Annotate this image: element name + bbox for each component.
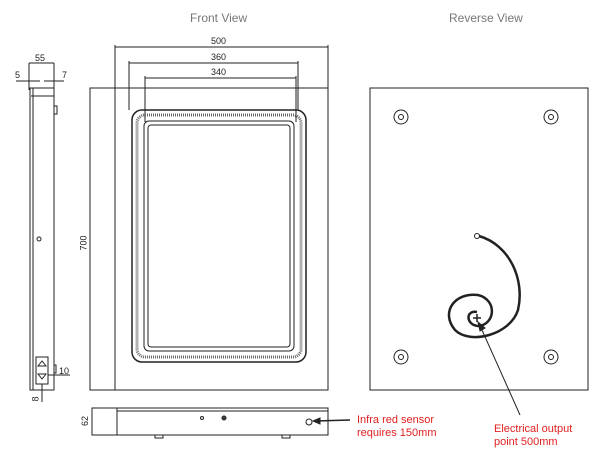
- dim-55: 55: [35, 53, 46, 63]
- dim-500: 500: [211, 36, 227, 46]
- dim-700: 700: [78, 235, 89, 251]
- reverse-view: [369, 87, 589, 416]
- front-view: [89, 45, 329, 391]
- dim-5: 5: [15, 70, 21, 80]
- sensor-annotation: Infra red sensor requires 150mm: [357, 414, 436, 440]
- electrical-annotation-line1: Electrical output: [494, 423, 573, 435]
- reverse-view-title: Reverse View: [449, 11, 523, 25]
- side-view: [16, 62, 70, 402]
- dim-62: 62: [80, 415, 91, 427]
- sensor-annotation-line1: Infra red sensor: [357, 414, 435, 426]
- dim-8: 8: [30, 396, 41, 402]
- bottom-view: [91, 407, 351, 439]
- front-view-title: Front View: [190, 11, 248, 25]
- electrical-annotation-line2: point 500mm: [494, 436, 558, 448]
- dim-360: 360: [211, 52, 227, 62]
- dim-340: 340: [211, 67, 227, 77]
- dim-10: 10: [59, 366, 70, 376]
- dim-7: 7: [62, 70, 68, 80]
- electrical-annotation: Electrical output point 500mm: [494, 423, 572, 449]
- sensor-annotation-line2: requires 150mm: [357, 427, 437, 439]
